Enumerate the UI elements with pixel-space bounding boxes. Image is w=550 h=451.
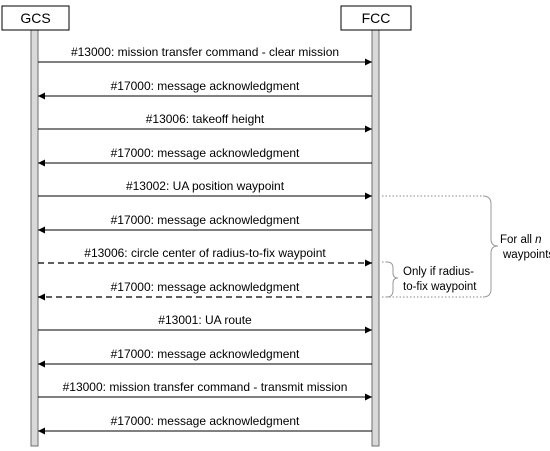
- message-11: #13000: mission transfer command - trans…: [38, 380, 372, 401]
- message-1: #13000: mission transfer command - clear…: [38, 45, 372, 66]
- message-label: #13001: UA route: [158, 313, 252, 327]
- message-label: #17000: message acknowledgment: [111, 79, 300, 93]
- message-label: #13000: mission transfer command - trans…: [63, 380, 348, 394]
- loop-note-line2: waypoints: [502, 249, 550, 261]
- message-label: #13000: mission transfer command - clear…: [71, 45, 339, 59]
- gcs-label: GCS: [20, 10, 50, 26]
- message-3: #13006: takeoff height: [38, 112, 372, 133]
- message-label: #17000: message acknowledgment: [111, 414, 300, 428]
- message-label: #17000: message acknowledgment: [111, 347, 300, 361]
- message-label: #13006: circle center of radius-to-fix w…: [84, 246, 326, 260]
- message-10: #17000: message acknowledgment: [38, 347, 372, 368]
- message-label: #13006: takeoff height: [146, 112, 265, 126]
- message-7: #13006: circle center of radius-to-fix w…: [38, 246, 372, 267]
- message-2: #17000: message acknowledgment: [38, 79, 372, 100]
- gcs-lifeline: [30, 27, 39, 447]
- message-9: #13001: UA route: [38, 313, 372, 334]
- message-12: #17000: message acknowledgment: [38, 414, 372, 435]
- message-8: #17000: message acknowledgment: [38, 280, 372, 301]
- fcc-label: FCC: [362, 10, 391, 26]
- fcc-lifeline: [371, 27, 380, 447]
- loop-note: For all n: [500, 234, 542, 246]
- radius-note-line2: to-fix waypoint: [403, 281, 477, 293]
- message-label: #17000: message acknowledgment: [111, 280, 300, 294]
- message-label: #13002: UA position waypoint: [126, 179, 285, 193]
- message-6: #17000: message acknowledgment: [38, 213, 372, 234]
- message-5: #13002: UA position waypoint: [38, 179, 372, 200]
- gcs-actor: GCS: [1, 5, 70, 31]
- message-label: #17000: message acknowledgment: [111, 213, 300, 227]
- message-4: #17000: message acknowledgment: [38, 146, 372, 167]
- message-list: #13000: mission transfer command - clear…: [38, 45, 372, 435]
- radius-note-line1: Only if radius-: [403, 266, 474, 278]
- radius-brace: [386, 261, 399, 298]
- message-label: #17000: message acknowledgment: [111, 146, 300, 160]
- loop-brace: [482, 195, 499, 298]
- fcc-actor: FCC: [340, 5, 412, 31]
